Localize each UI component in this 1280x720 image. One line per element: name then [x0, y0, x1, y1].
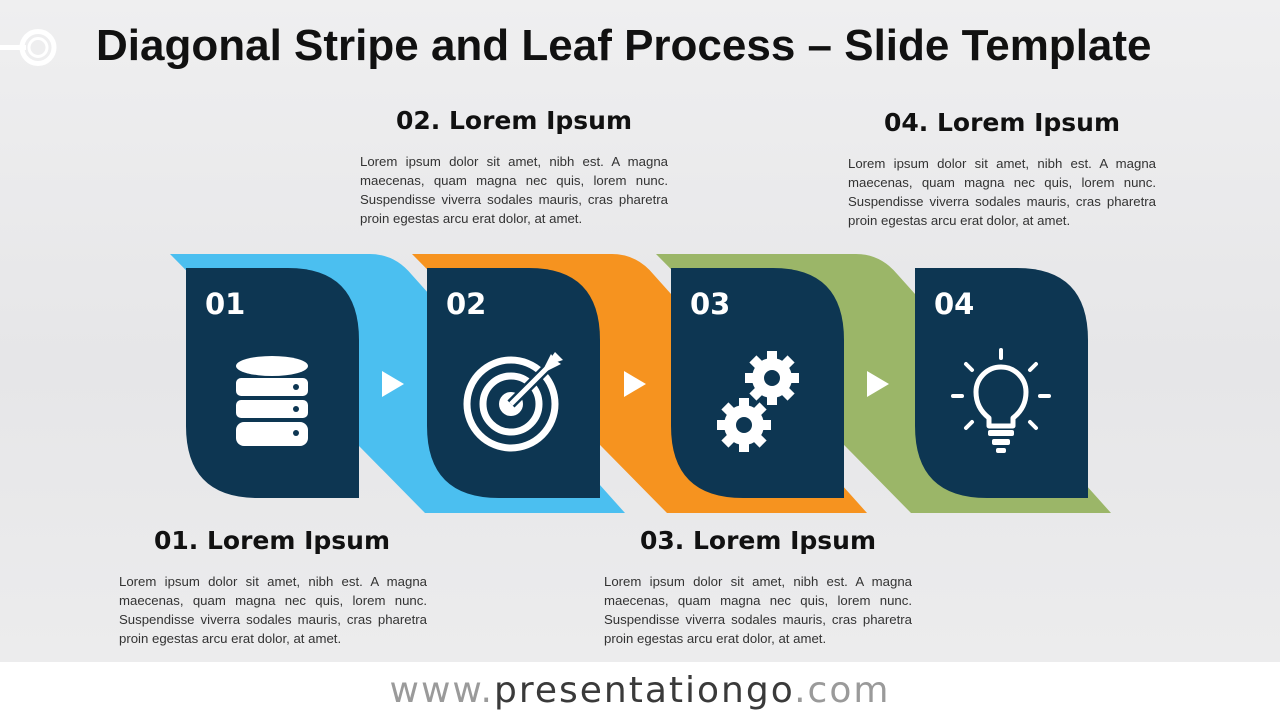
slide: Diagonal Stripe and Leaf Process – Slide… [0, 0, 1280, 662]
slide-title: Diagonal Stripe and Leaf Process – Slide… [96, 21, 1152, 70]
step-number: 04 [934, 287, 975, 321]
lightbulb-icon [951, 348, 1051, 453]
arrow-right-icon [867, 371, 889, 397]
target-icon [463, 352, 563, 452]
footer-prefix: www. [389, 670, 494, 711]
arrow-right-icon [382, 371, 404, 397]
footer-brand: presentationgo [494, 670, 795, 711]
magnifier-decoration [0, 29, 57, 66]
arrow-right-icon [624, 371, 646, 397]
step-body: Lorem ipsum dolor sit amet, nibh est. A … [848, 156, 1156, 228]
database-icon [236, 356, 308, 446]
process-diagram [170, 254, 1111, 513]
step-number: 01 [205, 287, 246, 321]
step-number: 02 [446, 287, 487, 321]
step-heading: 01. Lorem Ipsum [153, 526, 391, 555]
leaf-4 [915, 268, 1088, 498]
step-heading: 02. Lorem Ipsum [395, 106, 633, 135]
step-heading: 04. Lorem Ipsum [883, 108, 1121, 137]
step-number: 03 [690, 287, 731, 321]
step-heading: 03. Lorem Ipsum [639, 526, 877, 555]
step-body: Lorem ipsum dolor sit amet, nibh est. A … [604, 574, 912, 646]
leaf-2 [427, 268, 600, 498]
footer-website: www.presentationgo.com [0, 662, 1280, 720]
footer-suffix: .com [794, 670, 891, 711]
step-body: Lorem ipsum dolor sit amet, nibh est. A … [360, 154, 668, 226]
step-body: Lorem ipsum dolor sit amet, nibh est. A … [119, 574, 427, 646]
